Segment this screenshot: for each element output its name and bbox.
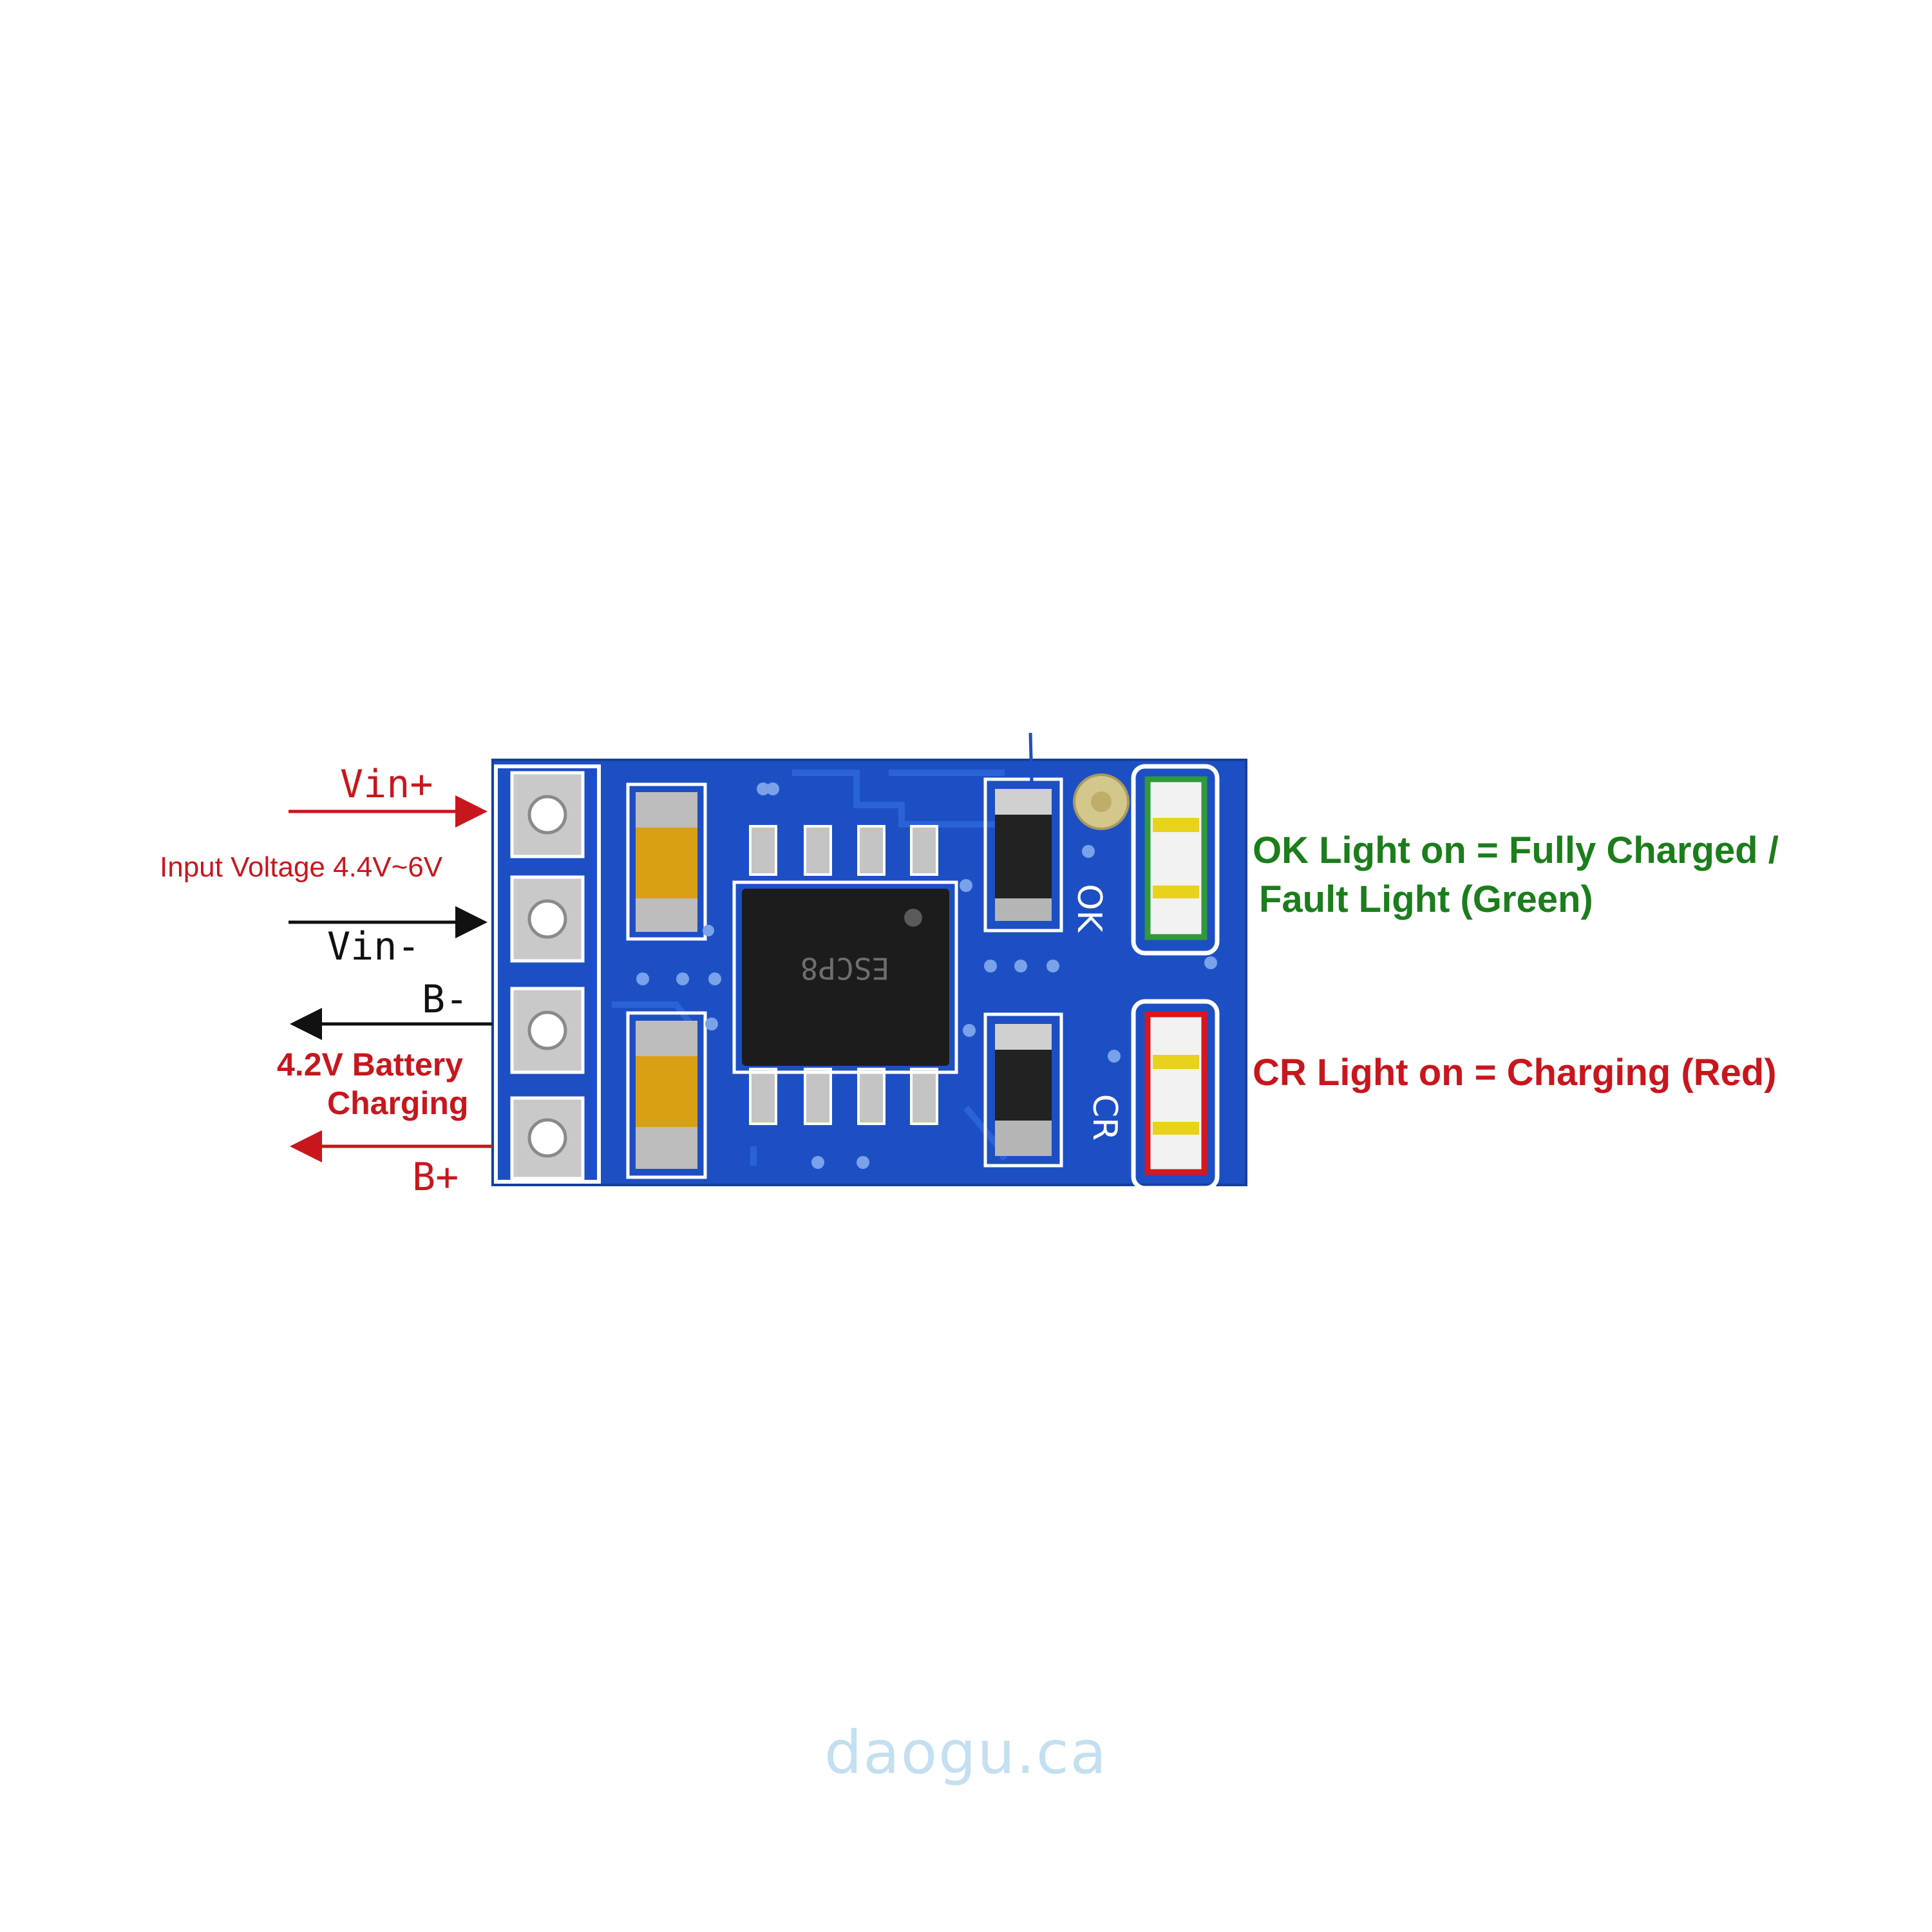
watermark: daogu.ca xyxy=(824,1718,1108,1787)
probe-wire xyxy=(1028,732,1034,783)
diode-cr xyxy=(983,1012,1063,1168)
silk-ok-label: OK xyxy=(1070,884,1108,933)
ic-chip xyxy=(732,825,958,1125)
pad-b-plus xyxy=(510,1096,585,1180)
led-ok-green xyxy=(1131,764,1220,956)
chip-marking: ESCP8 xyxy=(800,951,889,986)
header-outline xyxy=(494,764,601,1184)
test-point xyxy=(1073,773,1130,830)
diode-ok xyxy=(983,777,1063,933)
pad-vin-plus xyxy=(510,771,585,858)
led-cr-red xyxy=(1131,999,1220,1191)
label-cr-line: CR Light on = Charging (Red) xyxy=(1253,1052,1777,1094)
label-vin-minus: Vin- xyxy=(327,924,421,969)
label-ok-line1: OK Light on = Fully Charged / xyxy=(1253,829,1779,871)
capacitor-top xyxy=(626,782,707,941)
header-pads xyxy=(494,764,601,1184)
vias xyxy=(636,782,1217,1169)
label-b-plus: B+ xyxy=(412,1155,459,1200)
capacitor-bottom xyxy=(626,1011,707,1179)
label-battery-line1: 4.2V Battery xyxy=(277,1046,464,1083)
label-b-minus: B- xyxy=(422,977,469,1022)
label-input-voltage: Input Voltage 4.4V~6V xyxy=(160,851,443,883)
pad-b-minus xyxy=(510,987,585,1074)
label-ok-line2: Fault Light (Green) xyxy=(1259,878,1593,920)
label-vin-plus: Vin+ xyxy=(340,762,433,807)
label-battery-line2: Charging xyxy=(327,1085,469,1121)
pad-vin-minus xyxy=(510,875,585,963)
silk-cr-label: CR xyxy=(1085,1094,1124,1141)
